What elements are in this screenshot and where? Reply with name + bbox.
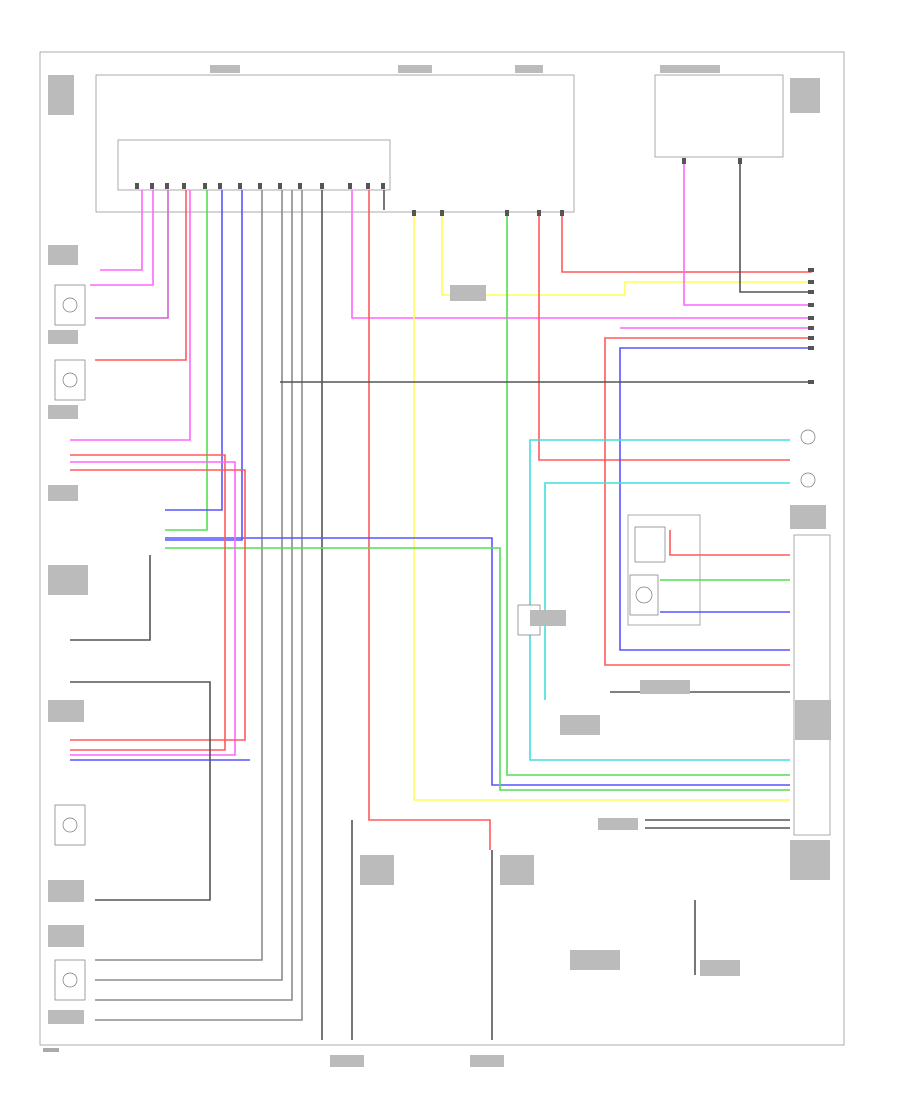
motor-block — [634, 526, 666, 563]
wire-red-7 — [70, 454, 226, 751]
inner-ecu-box — [117, 139, 391, 191]
wire-set — [70, 164, 812, 1040]
wire-pink-4 — [351, 190, 812, 319]
wire-red-4 — [561, 216, 812, 273]
top-right-module-box — [654, 74, 784, 158]
diagram-frame — [39, 51, 845, 1046]
wire-yellow-1 — [413, 216, 790, 801]
wire-pink-5 — [683, 164, 812, 306]
wire-red-8 — [70, 469, 246, 741]
wire-gray-1 — [95, 190, 263, 961]
wire-gray-4 — [95, 190, 303, 1021]
wire-blue-3 — [619, 347, 812, 651]
wire-red-6 — [669, 530, 790, 556]
module-pins — [682, 158, 742, 164]
lamp-3 — [54, 804, 86, 846]
wire-pink-3 — [70, 190, 191, 441]
main-body-ecu-box — [95, 74, 575, 213]
wire-blue-4 — [165, 537, 790, 786]
wire-cyan-2 — [544, 482, 790, 700]
wire-yellow-2 — [441, 216, 812, 296]
wire-red-3 — [538, 216, 790, 461]
lamp-4 — [54, 959, 86, 1001]
wire-gray-3 — [95, 190, 293, 1001]
motor-1 — [629, 574, 659, 616]
lamp-right-2 — [800, 472, 816, 488]
ecu-connector-pins — [135, 183, 564, 216]
inner-module-box — [627, 514, 701, 626]
right-connector-pins — [808, 268, 814, 384]
wire-gray-2 — [95, 190, 283, 981]
wire-blue-2 — [165, 190, 243, 541]
power-back-door-ecu-box — [793, 534, 831, 836]
wire-purple-1 — [95, 190, 169, 319]
wire-green-3 — [165, 547, 790, 791]
wire-pink-7 — [70, 461, 236, 756]
wire-pink-1 — [100, 190, 143, 271]
corner-id-mark — [43, 1048, 59, 1052]
wire-black-3 — [739, 164, 812, 293]
wire-black-5 — [70, 681, 211, 901]
illegible-labels — [48, 65, 831, 1067]
lamp-right-1 — [800, 429, 816, 445]
wire-blue-1 — [165, 190, 223, 511]
lamp-components — [54, 284, 816, 1001]
wire-green-1 — [165, 190, 208, 531]
wire-red-5 — [604, 337, 812, 666]
wire-red-1 — [95, 190, 187, 361]
wire-black-6 — [70, 555, 151, 641]
wire-red-2 — [368, 190, 491, 850]
lamp-1 — [54, 284, 86, 326]
wire-cyan-1 — [529, 439, 790, 761]
wire-green-2 — [506, 216, 790, 776]
lamp-2 — [54, 359, 86, 401]
wire-pink-2 — [90, 190, 154, 286]
